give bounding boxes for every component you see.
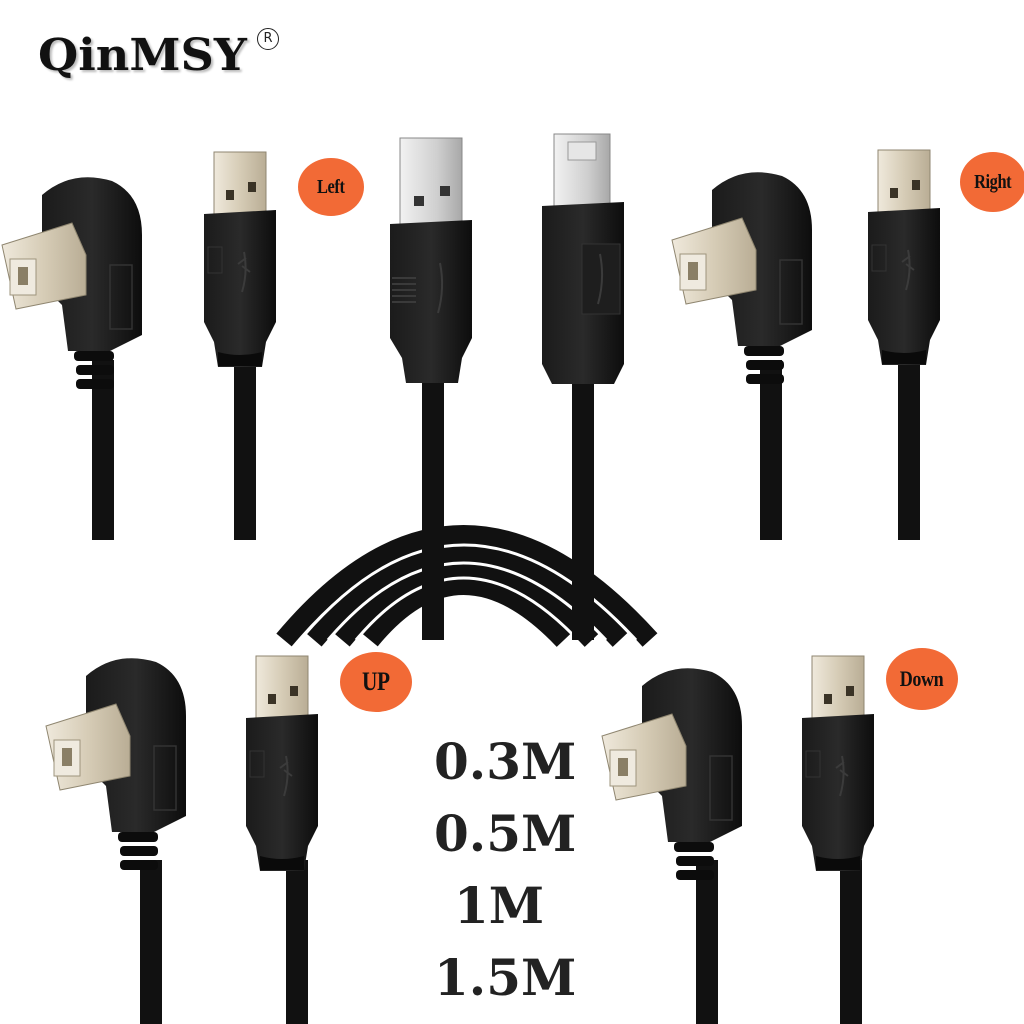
usb-b-angled-icon — [601, 667, 743, 881]
product-up-variant — [45, 655, 319, 1024]
cable-icon — [92, 360, 114, 540]
length-option: 1.5M — [434, 948, 577, 1007]
usb-a-icon — [867, 149, 941, 366]
product-left-variant — [1, 151, 277, 540]
brand-logo: QinMSY — [38, 30, 247, 81]
usb-a-icon — [389, 137, 473, 384]
badge-down: Down — [886, 648, 958, 710]
length-option: 0.3M — [434, 732, 577, 791]
length-options: 0.3M 0.5M 1M 1.5M — [430, 726, 590, 1014]
registered-mark: R — [257, 28, 279, 50]
product-straight-variant — [276, 133, 658, 647]
usb-b-angled-icon — [1, 176, 143, 390]
usb-b-icon — [541, 133, 625, 385]
length-option: 1M — [454, 876, 545, 935]
length-option: 0.5M — [434, 804, 577, 863]
badge-right: Right — [960, 152, 1024, 212]
usb-a-icon — [801, 655, 875, 872]
usb-a-icon — [245, 655, 319, 872]
usb-a-icon — [203, 151, 277, 368]
product-right-variant — [671, 149, 941, 540]
usb-b-angled-icon — [45, 657, 187, 871]
usb-b-angled-icon — [671, 171, 813, 385]
badge-up: UP — [340, 652, 412, 712]
badge-left: Left — [298, 158, 364, 216]
product-down-variant — [601, 655, 875, 1024]
